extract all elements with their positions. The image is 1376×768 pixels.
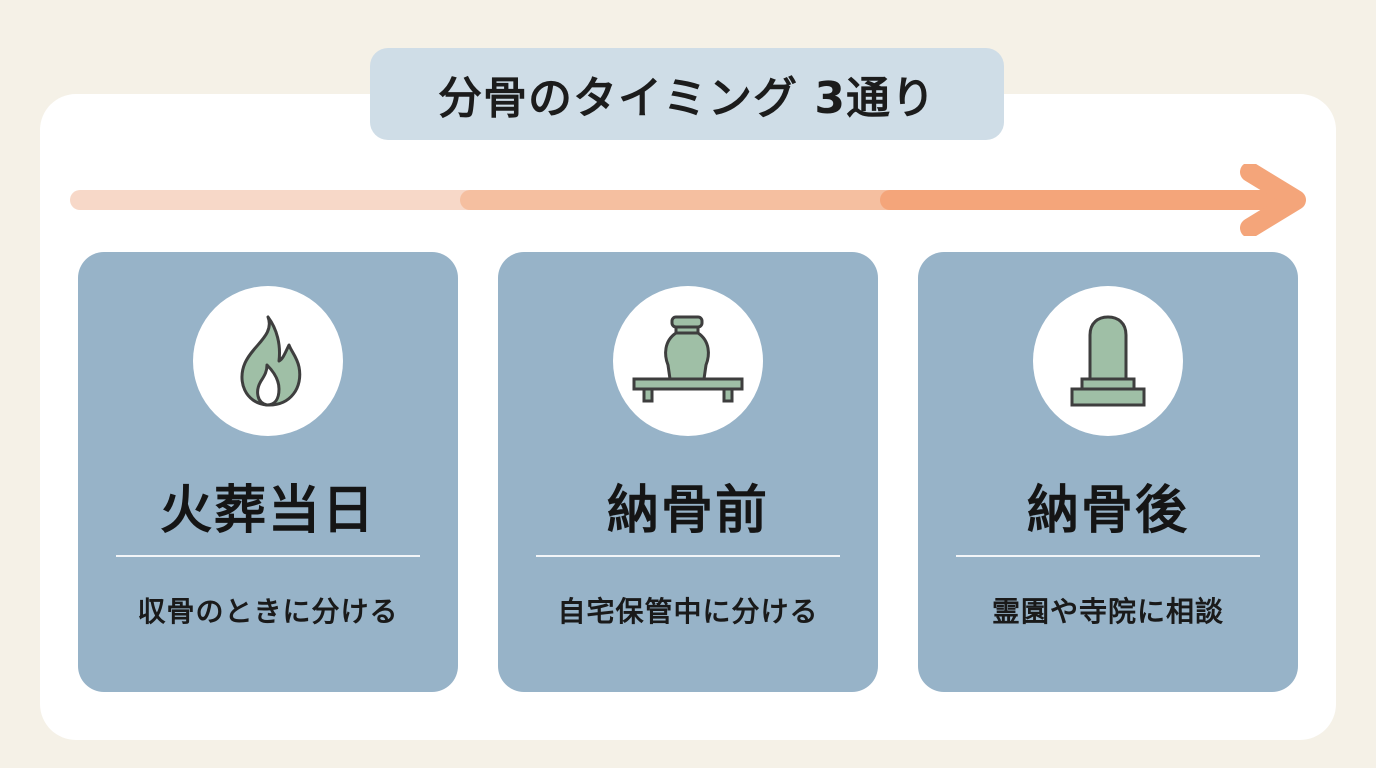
divider: [536, 555, 840, 557]
divider: [956, 555, 1260, 557]
icon-circle: [613, 286, 763, 436]
arrow-head: [1240, 164, 1306, 236]
stage-description: 収骨のときに分ける: [137, 595, 399, 628]
urn-on-altar-icon: [632, 315, 744, 403]
divider: [116, 555, 420, 557]
stage-card-before-interment: 納骨前 自宅保管中に分ける: [498, 252, 878, 692]
flame-icon: [240, 315, 302, 407]
icon-circle: [193, 286, 343, 436]
title-banner: 分骨のタイミング 3通り: [370, 48, 1004, 140]
stage-description: 霊園や寺院に相談: [991, 595, 1224, 628]
stage-card-after-interment: 納骨後 霊園や寺院に相談: [918, 252, 1298, 692]
gravestone-icon: [1070, 315, 1146, 407]
stage-heading: 納骨前: [606, 481, 769, 541]
icon-circle: [1033, 286, 1183, 436]
stage-description: 自宅保管中に分ける: [557, 595, 819, 628]
page-title: 分骨のタイミング 3通り: [438, 73, 936, 124]
stage-heading: 火葬当日: [159, 481, 376, 541]
stage-heading: 納骨後: [1026, 481, 1189, 541]
timeline-arrow: [70, 164, 1306, 236]
stage-card-cremation-day: 火葬当日 収骨のときに分ける: [78, 252, 458, 692]
